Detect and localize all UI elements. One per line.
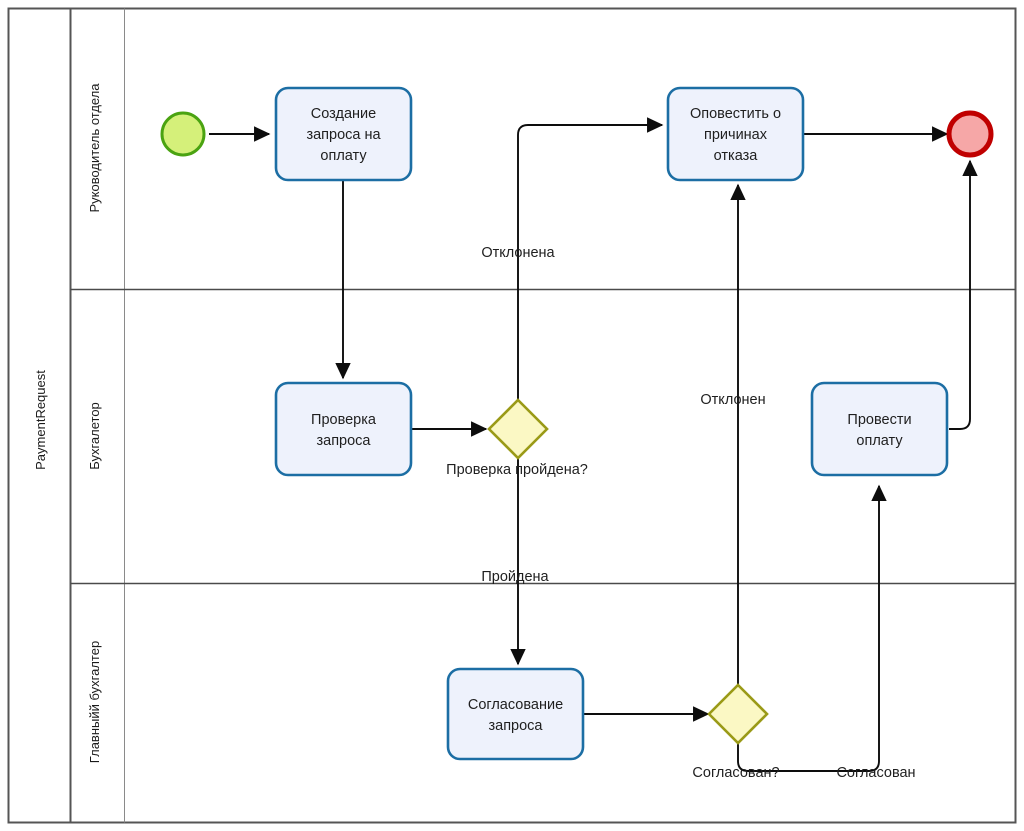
task-check-request-box[interactable] — [274, 381, 413, 477]
gateway-check-passed-label: Проверка пройдена? — [446, 462, 588, 478]
task-make-payment-line-2: оплату — [856, 433, 903, 449]
task-make-payment-line-1: Провести — [847, 412, 911, 428]
flow-rejected-to-notify — [517, 117, 664, 400]
task-check-request-line-2: запроса — [316, 433, 371, 449]
flow-approved-to-payment — [737, 484, 887, 772]
task-create-request-line-3: оплату — [320, 148, 367, 164]
lane-label-head: Руководитель отдела — [87, 83, 102, 213]
gateway-check-passed-shape[interactable] — [487, 398, 549, 460]
task-notify-rejection[interactable]: Оповестить о причинах отказа — [666, 86, 805, 182]
pool-label: PaymentRequest — [33, 370, 48, 470]
flow-label-rejected: Отклонена — [481, 245, 555, 261]
task-create-request-box[interactable] — [274, 86, 413, 182]
task-approve-request-line-1: Согласование — [468, 697, 563, 713]
task-approve-request-line-2: запроса — [488, 718, 543, 734]
lane-header-accountant: Бухгалетор — [87, 402, 102, 470]
flow-label-passed: Пройдена — [481, 569, 549, 585]
gateway-check-passed[interactable]: Проверка пройдена? — [446, 398, 588, 478]
task-check-request-line-1: Проверка — [311, 412, 377, 428]
end-event[interactable] — [946, 110, 994, 158]
task-notify-rejection-line-3: отказа — [714, 148, 759, 164]
pool-label-text: PaymentRequest — [33, 370, 48, 470]
task-make-payment[interactable]: Провести оплату — [810, 381, 949, 477]
task-approve-request-box[interactable] — [446, 667, 585, 761]
task-notify-rejection-line-1: Оповестить о — [690, 106, 781, 122]
task-notify-rejection-line-2: причинах — [704, 127, 768, 143]
task-notify-rejection-box[interactable] — [666, 86, 805, 182]
task-create-request[interactable]: Создание запроса на оплату — [274, 86, 413, 182]
flow-label-approved: Согласован — [836, 765, 915, 781]
start-event[interactable] — [160, 111, 206, 157]
lane-label-chief-accountant: Главныйй бухгалтер — [87, 641, 102, 763]
lane-header-head: Руководитель отдела — [87, 83, 102, 213]
task-create-request-line-2: запроса на — [306, 127, 381, 143]
task-approve-request[interactable]: Согласование запроса — [446, 667, 585, 761]
lane-header-chief-accountant: Главныйй бухгалтер — [87, 641, 102, 763]
task-make-payment-box[interactable] — [810, 381, 949, 477]
gateway-approved-shape[interactable] — [707, 683, 769, 745]
flow-label-declined: Отклонен — [700, 392, 765, 408]
flow-payment-to-end — [949, 159, 978, 430]
task-check-request[interactable]: Проверка запроса — [274, 381, 413, 477]
lane-label-accountant: Бухгалетор — [87, 402, 102, 470]
task-create-request-line-1: Создание — [311, 106, 376, 122]
gateway-approved[interactable]: Согласован? — [692, 683, 780, 781]
gateway-approved-label: Согласован? — [692, 765, 779, 781]
